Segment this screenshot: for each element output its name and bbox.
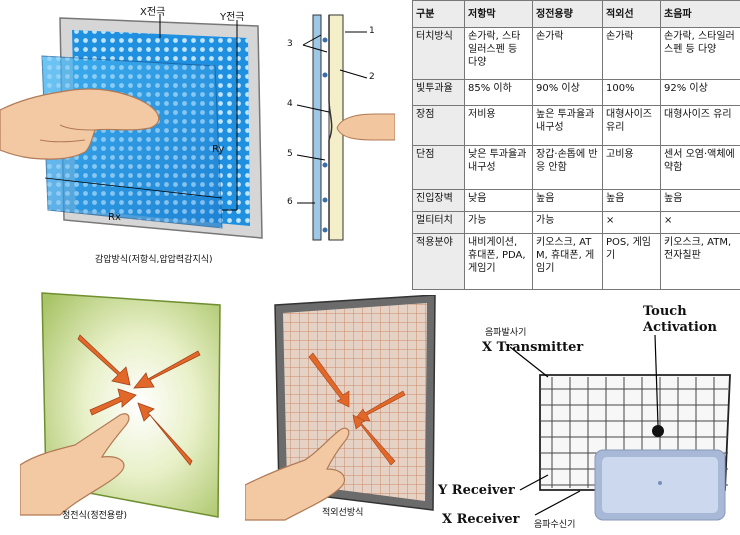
glass-substrate bbox=[312, 14, 322, 241]
capacitive-touch-illustration bbox=[20, 292, 221, 518]
resistive-caption: 감압방식(저항식,압압력감지식) bbox=[95, 255, 213, 265]
table-cell: 키오스크, ATM, 휴대폰, 게임기 bbox=[532, 233, 603, 290]
cross-section-label-4: 4 bbox=[287, 99, 293, 109]
table-header-cell: 저항막 bbox=[464, 0, 533, 28]
table-cell: 저비용 bbox=[464, 105, 533, 146]
cross-section-label-1: 1 bbox=[369, 26, 375, 36]
cross-section-diagram bbox=[296, 14, 395, 241]
hand-capacitive bbox=[20, 413, 130, 516]
table-cell: × bbox=[602, 211, 661, 234]
table-cell: 손가락 bbox=[602, 27, 661, 80]
x-transmitter-label: X Transmitter bbox=[482, 340, 584, 355]
table-row-header: 적용분야 bbox=[412, 233, 465, 290]
table-header-cell: 정전용량 bbox=[532, 0, 603, 28]
table-cell: 90% 이상 bbox=[532, 79, 603, 106]
table-cell: 높은 투과율과 내구성 bbox=[532, 105, 603, 146]
table-cell: 키오스크, ATM, 전자칠판 bbox=[660, 233, 740, 290]
touch-activation-label-1: Touch bbox=[643, 304, 687, 319]
table-cell: 손가락, 스타일러스펜 등 다양 bbox=[464, 27, 533, 80]
table-header-row: 구분 저항막 정전용량 적외선 초음파 bbox=[412, 0, 740, 28]
touch-activation-label-2: Activation bbox=[643, 320, 717, 335]
hand-pointing bbox=[0, 88, 160, 160]
rx-label: Rx bbox=[108, 212, 121, 223]
table-cell: 고비용 bbox=[602, 145, 661, 190]
resistive-touch-illustration bbox=[0, 14, 263, 239]
table-row-header: 진입장벽 bbox=[412, 189, 465, 212]
cross-section-label-5: 5 bbox=[287, 149, 293, 159]
table-header-cell: 초음파 bbox=[660, 0, 740, 28]
table-row-header: 터치방식 bbox=[412, 27, 465, 80]
infrared-touch-illustration bbox=[245, 295, 436, 521]
pressed-film bbox=[328, 15, 333, 240]
table-row-header: 멀티터치 bbox=[412, 211, 465, 234]
ir-arrows bbox=[308, 352, 406, 466]
table-row: 진입장벽 낮음 높음 높음 높음 bbox=[412, 189, 740, 212]
table-row: 장점 저비용 높은 투과율과 내구성 대형사이즈 유리 대형사이즈 유리 bbox=[412, 105, 740, 146]
table-cell: 높음 bbox=[660, 189, 740, 212]
cross-section-label-2: 2 bbox=[369, 72, 375, 82]
table-cell: 100% bbox=[602, 79, 661, 106]
table-cell: × bbox=[660, 211, 740, 234]
table-cell: 손가락 bbox=[532, 27, 603, 80]
table-row-header: 단점 bbox=[412, 145, 465, 190]
infrared-caption: 적외선방식 bbox=[322, 508, 364, 518]
y-receiver-label: Y Receiver bbox=[438, 483, 515, 498]
ry-label: Ry bbox=[212, 144, 225, 155]
ultrasonic-touch-diagram bbox=[509, 334, 731, 521]
field-arrows bbox=[77, 334, 201, 466]
table-cell: 85% 이하 bbox=[464, 79, 533, 106]
table-row: 터치방식 손가락, 스타일러스펜 등 다양 손가락 손가락 손가락, 스타일러스… bbox=[412, 27, 740, 80]
table-cell: 대형사이즈 유리 bbox=[602, 105, 661, 146]
table-cell: 손가락, 스타일러스펜 등 다양 bbox=[660, 27, 740, 80]
cross-section-label-3: 3 bbox=[287, 39, 293, 49]
table-row: 단점 낮은 투과율과 내구성 장갑·손톱에 반응 안함 고비용 센서 오염·액체… bbox=[412, 145, 740, 190]
table-cell: 92% 이상 bbox=[660, 79, 740, 106]
transmitter-ko-label: 음파발사기 bbox=[485, 328, 527, 338]
table-cell: 장갑·손톱에 반응 안함 bbox=[532, 145, 603, 190]
table-row-header: 장점 bbox=[412, 105, 465, 146]
table-cell: 센서 오염·액체에 약함 bbox=[660, 145, 740, 190]
table-row: 빛투과율 85% 이하 90% 이상 100% 92% 이상 bbox=[412, 79, 740, 106]
touch-point bbox=[652, 425, 664, 437]
capacitive-caption: 정전식(정전용량) bbox=[62, 511, 127, 521]
table-header-cell: 적외선 bbox=[602, 0, 661, 28]
table-cell: 내비게이션, 휴대폰, PDA, 게임기 bbox=[464, 233, 533, 290]
comparison-table: 구분 저항막 정전용량 적외선 초음파 터치방식 손가락, 스타일러스펜 등 다… bbox=[412, 0, 740, 290]
table-row: 적용분야 내비게이션, 휴대폰, PDA, 게임기 키오스크, ATM, 휴대폰… bbox=[412, 233, 740, 290]
table-cell: 높음 bbox=[602, 189, 661, 212]
table-cell: 가능 bbox=[532, 211, 603, 234]
receiver-ko-label: 음파수신기 bbox=[534, 520, 576, 530]
cross-section-label-6: 6 bbox=[287, 197, 293, 207]
table-cell: 가능 bbox=[464, 211, 533, 234]
table-row-header: 빛투과율 bbox=[412, 79, 465, 106]
y-electrode-label: Y전극 bbox=[220, 12, 245, 23]
x-receiver-label: X Receiver bbox=[442, 512, 520, 527]
hand-infrared bbox=[245, 427, 350, 521]
spacer-dots bbox=[322, 37, 328, 233]
x-electrode-label: X전극 bbox=[140, 7, 166, 18]
table-cell: 높음 bbox=[532, 189, 603, 212]
table-cell: POS, 게임기 bbox=[602, 233, 661, 290]
table-row: 멀티터치 가능 가능 × × bbox=[412, 211, 740, 234]
finger bbox=[336, 113, 395, 141]
table-cell: 낮은 투과율과 내구성 bbox=[464, 145, 533, 190]
table-cell: 대형사이즈 유리 bbox=[660, 105, 740, 146]
table-cell: 낮음 bbox=[464, 189, 533, 212]
table-header-cell: 구분 bbox=[412, 0, 465, 28]
